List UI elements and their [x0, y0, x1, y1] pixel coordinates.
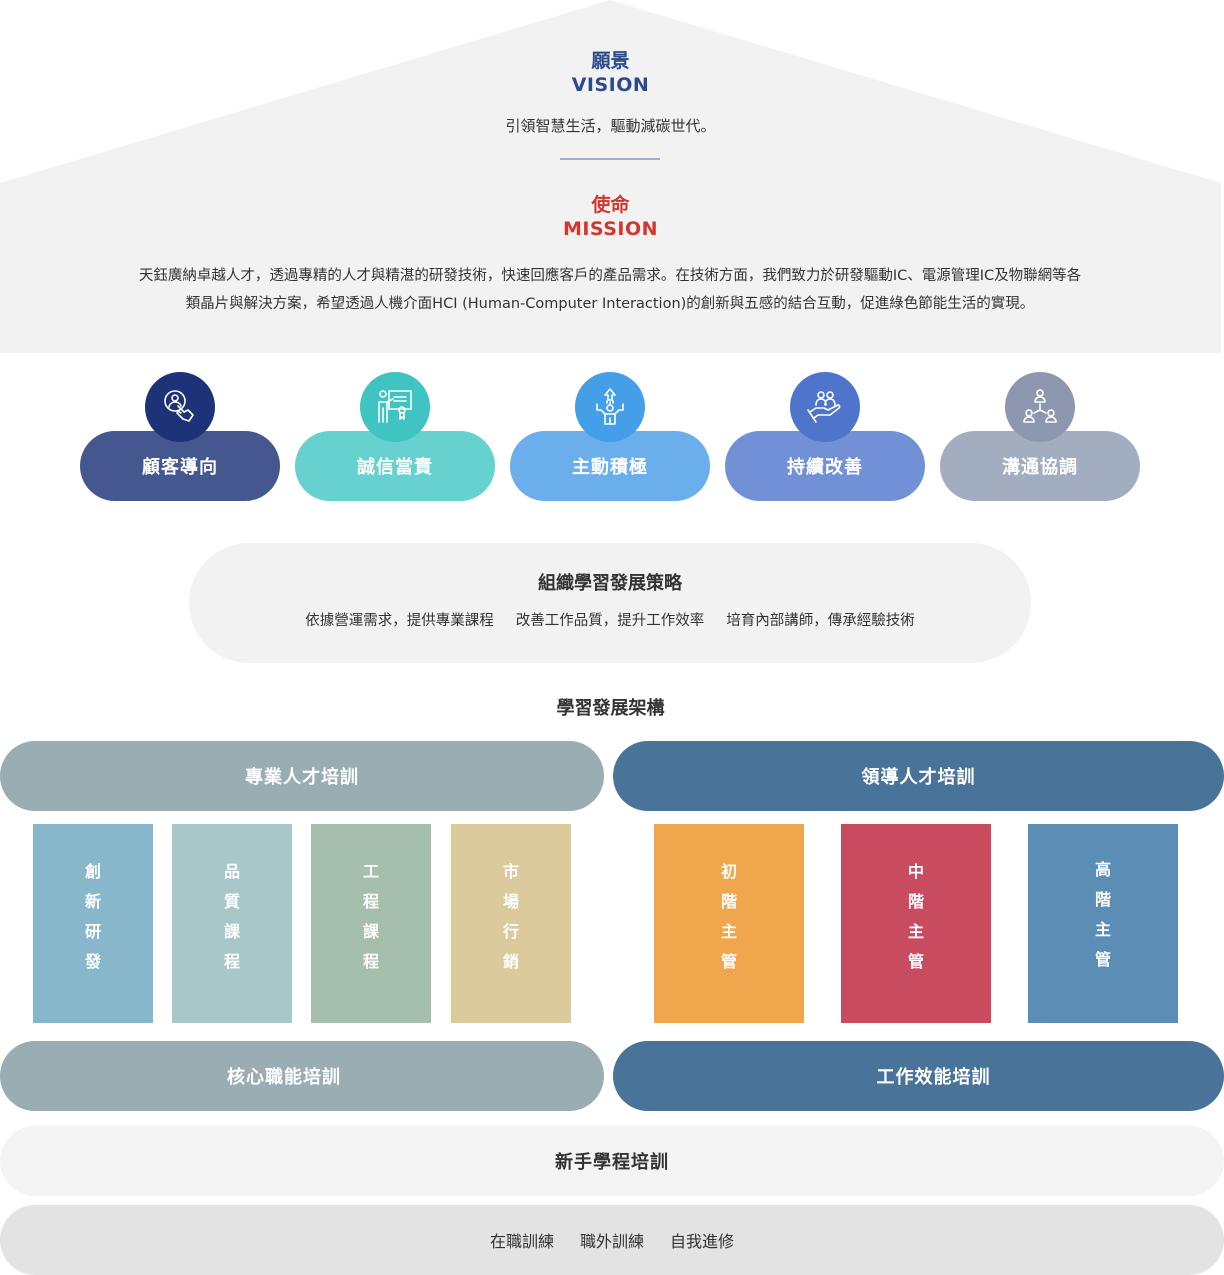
- mission-title-en: MISSION: [562, 218, 659, 240]
- people-network-icon: [1023, 389, 1057, 423]
- leadership-training-label: 領導人才培訓: [861, 767, 976, 788]
- column-char: 程: [223, 952, 240, 971]
- column-char: 階: [1094, 890, 1111, 909]
- column-char: 研: [84, 922, 101, 941]
- training-method: 在職訓練: [489, 1232, 554, 1251]
- hand-holding-people-icon: [807, 391, 841, 423]
- column-char: 質: [223, 892, 240, 911]
- strategy-title: 組織學習發展策略: [538, 573, 682, 594]
- core-value-pill: 持續改善: [725, 431, 925, 501]
- core-value-label: 誠信當責: [357, 457, 433, 478]
- column-char: 管: [720, 952, 737, 971]
- mission-line-2: 類晶片與解決方案，希望透過人機介面HCI (Human-Computer Int…: [185, 296, 1035, 312]
- work-efficiency-bar: 工作效能培訓: [613, 1041, 1224, 1111]
- training-methods-bar: 在職訓練 職外訓練 自我進修: [0, 1205, 1224, 1275]
- column-char: 市: [502, 862, 519, 881]
- core-competency-bar: 核心職能培訓: [0, 1041, 604, 1111]
- core-value-circle: [360, 372, 430, 442]
- column-char: 主: [1094, 920, 1111, 939]
- column-char: 主: [907, 922, 924, 941]
- core-value-pill: 主動積極: [510, 431, 710, 501]
- core-value-pill: 誠信當責: [295, 431, 495, 501]
- core-value-integrity: 誠信當責: [295, 372, 495, 502]
- column-char: 階: [720, 892, 737, 911]
- core-value-communication: 溝通協調: [940, 372, 1140, 502]
- column-char: 階: [907, 892, 924, 911]
- mission-text: 天鈺廣納卓越人才，透過專精的人才與精湛的研發技術，快速回應客戶的產品需求。在技術…: [60, 262, 1160, 318]
- column-char: 品: [223, 862, 240, 881]
- core-value-proactive: 主動積極: [510, 372, 710, 502]
- person-arrow-up-icon: [596, 388, 624, 425]
- core-value-improvement: 持續改善: [725, 372, 925, 502]
- core-value-circle: [1005, 372, 1075, 442]
- presenter-certificate-icon: [378, 390, 412, 423]
- column-char: 新: [84, 892, 101, 911]
- core-value-label: 顧客導向: [142, 457, 218, 478]
- strategy-item: 改善工作品質，提升工作效率: [515, 613, 705, 629]
- column-char: 工: [362, 862, 379, 881]
- hand-pointer-user-icon: [164, 390, 194, 422]
- pro-column-engineering: 工程課程: [311, 824, 431, 1023]
- strategy-item: 依據營運需求，提供專業課程: [305, 613, 494, 629]
- pro-column-rnd: 創新研發: [33, 824, 153, 1023]
- newcomer-training-bar: 新手學程培訓: [0, 1126, 1224, 1196]
- column-char: 課: [223, 922, 240, 941]
- newcomer-training-label: 新手學程培訓: [555, 1152, 669, 1173]
- professional-training-label: 專業人才培訓: [245, 767, 359, 788]
- work-efficiency-label: 工作效能培訓: [876, 1067, 991, 1088]
- core-value-circle: [575, 372, 645, 442]
- strategy-items: 依據營運需求，提供專業課程 改善工作品質，提升工作效率 培育內部講師，傳承經驗技…: [189, 609, 1031, 630]
- column-char: 課: [362, 922, 379, 941]
- learning-strategy-panel: 組織學習發展策略 依據營運需求，提供專業課程 改善工作品質，提升工作效率 培育內…: [189, 543, 1031, 663]
- core-value-circle: [145, 372, 215, 442]
- column-char: 創: [84, 862, 101, 881]
- strategy-item: 培育內部講師，傳承經驗技術: [726, 613, 915, 629]
- column-char: 行: [502, 922, 519, 941]
- framework-title: 學習發展架構: [556, 698, 665, 719]
- column-char: 銷: [502, 952, 519, 971]
- core-value-pill: 溝通協調: [940, 431, 1140, 501]
- lead-column-middle: 中階主管: [841, 824, 991, 1023]
- pro-column-quality: 品質課程: [172, 824, 292, 1023]
- professional-training-bar: 專業人才培訓: [0, 741, 604, 811]
- core-competency-label: 核心職能培訓: [227, 1067, 341, 1088]
- mission-title: 使命: [591, 194, 630, 216]
- column-char: 高: [1094, 860, 1111, 879]
- column-char: 管: [1094, 950, 1111, 969]
- core-value-pill: 顧客導向: [80, 431, 280, 501]
- vision-title: 願景: [591, 50, 630, 72]
- column-char: 中: [907, 862, 924, 881]
- training-method: 自我進修: [670, 1232, 735, 1251]
- training-method: 職外訓練: [579, 1232, 644, 1251]
- pro-column-marketing: 市場行銷: [451, 824, 571, 1023]
- mission-line-1: 天鈺廣納卓越人才，透過專精的人才與精湛的研發技術，快速回應客戶的產品需求。在技術…: [138, 268, 1082, 284]
- lead-column-junior: 初階主管: [654, 824, 804, 1023]
- core-value-label: 主動積極: [572, 457, 648, 478]
- core-value-circle: [790, 372, 860, 442]
- core-value-label: 持續改善: [787, 457, 863, 478]
- column-char: 場: [502, 892, 519, 911]
- column-char: 發: [84, 952, 101, 971]
- vision-text: 引領智慧生活，驅動減碳世代。: [505, 117, 716, 135]
- column-char: 程: [362, 892, 379, 911]
- lead-column-senior: 高階主管: [1028, 824, 1178, 1023]
- column-char: 程: [362, 952, 379, 971]
- core-value-label: 溝通協調: [1002, 457, 1078, 478]
- column-char: 初: [720, 862, 737, 881]
- core-value-customer: 顧客導向: [80, 372, 280, 502]
- divider: [560, 158, 660, 160]
- column-char: 管: [907, 952, 924, 971]
- vision-title-en: VISION: [571, 74, 650, 96]
- leadership-training-bar: 領導人才培訓: [613, 741, 1224, 811]
- column-char: 主: [720, 922, 737, 941]
